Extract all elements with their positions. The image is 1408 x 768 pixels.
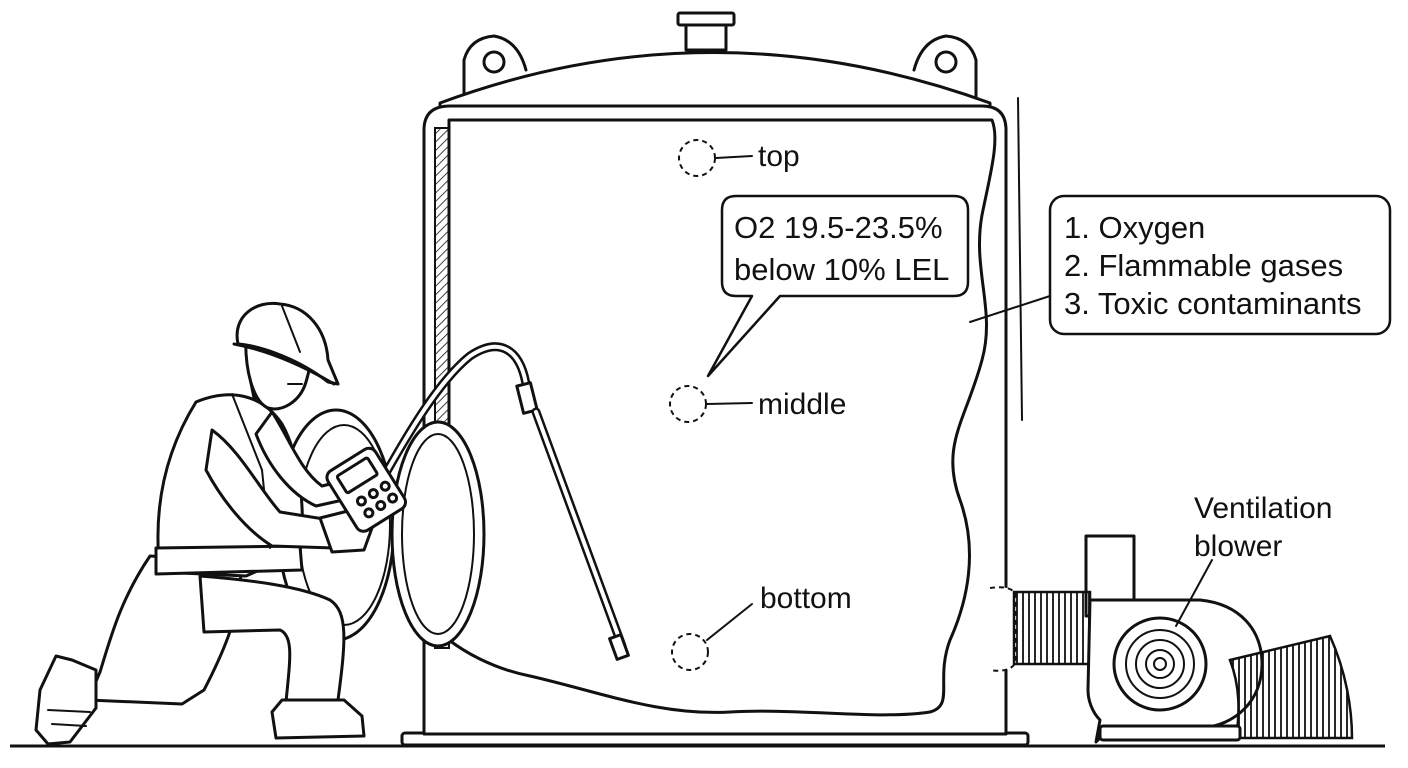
gas-meter-icon [325, 446, 407, 533]
sequence-line-2: 2. Flammable gases [1064, 248, 1343, 283]
worker-belt [154, 544, 304, 576]
front-boot [270, 698, 366, 740]
meter-display [335, 456, 379, 495]
limits-line-2: below 10% LEL [734, 252, 949, 287]
leader-blower [1175, 559, 1213, 627]
sampling-probe-icon [377, 342, 630, 661]
hard-hat [235, 301, 340, 386]
limits-callout: O2 19.5-23.5% below 10% LEL [706, 194, 970, 378]
label-bottom: bottom [760, 582, 852, 615]
blower-label-line-1: Ventilation [1194, 492, 1332, 525]
tank-lifting-lug-left [462, 34, 528, 102]
tank-lifting-lug-right [912, 34, 978, 102]
blower-icon [989, 534, 1354, 744]
tank-top-nozzle [684, 20, 728, 52]
sequence-callout: 1. Oxygen 2. Flammable gases 3. Toxic co… [969, 194, 1392, 336]
blower-label-line-2: blower [1194, 530, 1282, 563]
worker-icon [34, 301, 374, 746]
intake-hose [1012, 590, 1092, 666]
sample-point-top [678, 139, 716, 177]
exhaust-hose [1228, 634, 1354, 740]
sequence-line-3: 3. Toxic contaminants [1064, 286, 1362, 321]
limits-line-1: O2 19.5-23.5% [734, 210, 943, 245]
sequence-line-1: 1. Oxygen [1064, 210, 1205, 245]
label-top: top [758, 140, 800, 173]
leader-bottom [706, 603, 753, 641]
hose-flange [989, 586, 1017, 672]
sample-point-bottom [671, 633, 709, 671]
label-middle: middle [758, 388, 846, 421]
blower-base [1098, 724, 1242, 742]
sample-point-middle [669, 385, 707, 423]
tank-edge-highlight [1017, 97, 1023, 421]
tank-top-flange [676, 11, 736, 27]
manhole-opening [390, 420, 486, 648]
leader-top [715, 155, 753, 159]
tank-icon [400, 11, 1030, 747]
leader-middle [706, 402, 753, 405]
rear-boot [34, 654, 98, 746]
